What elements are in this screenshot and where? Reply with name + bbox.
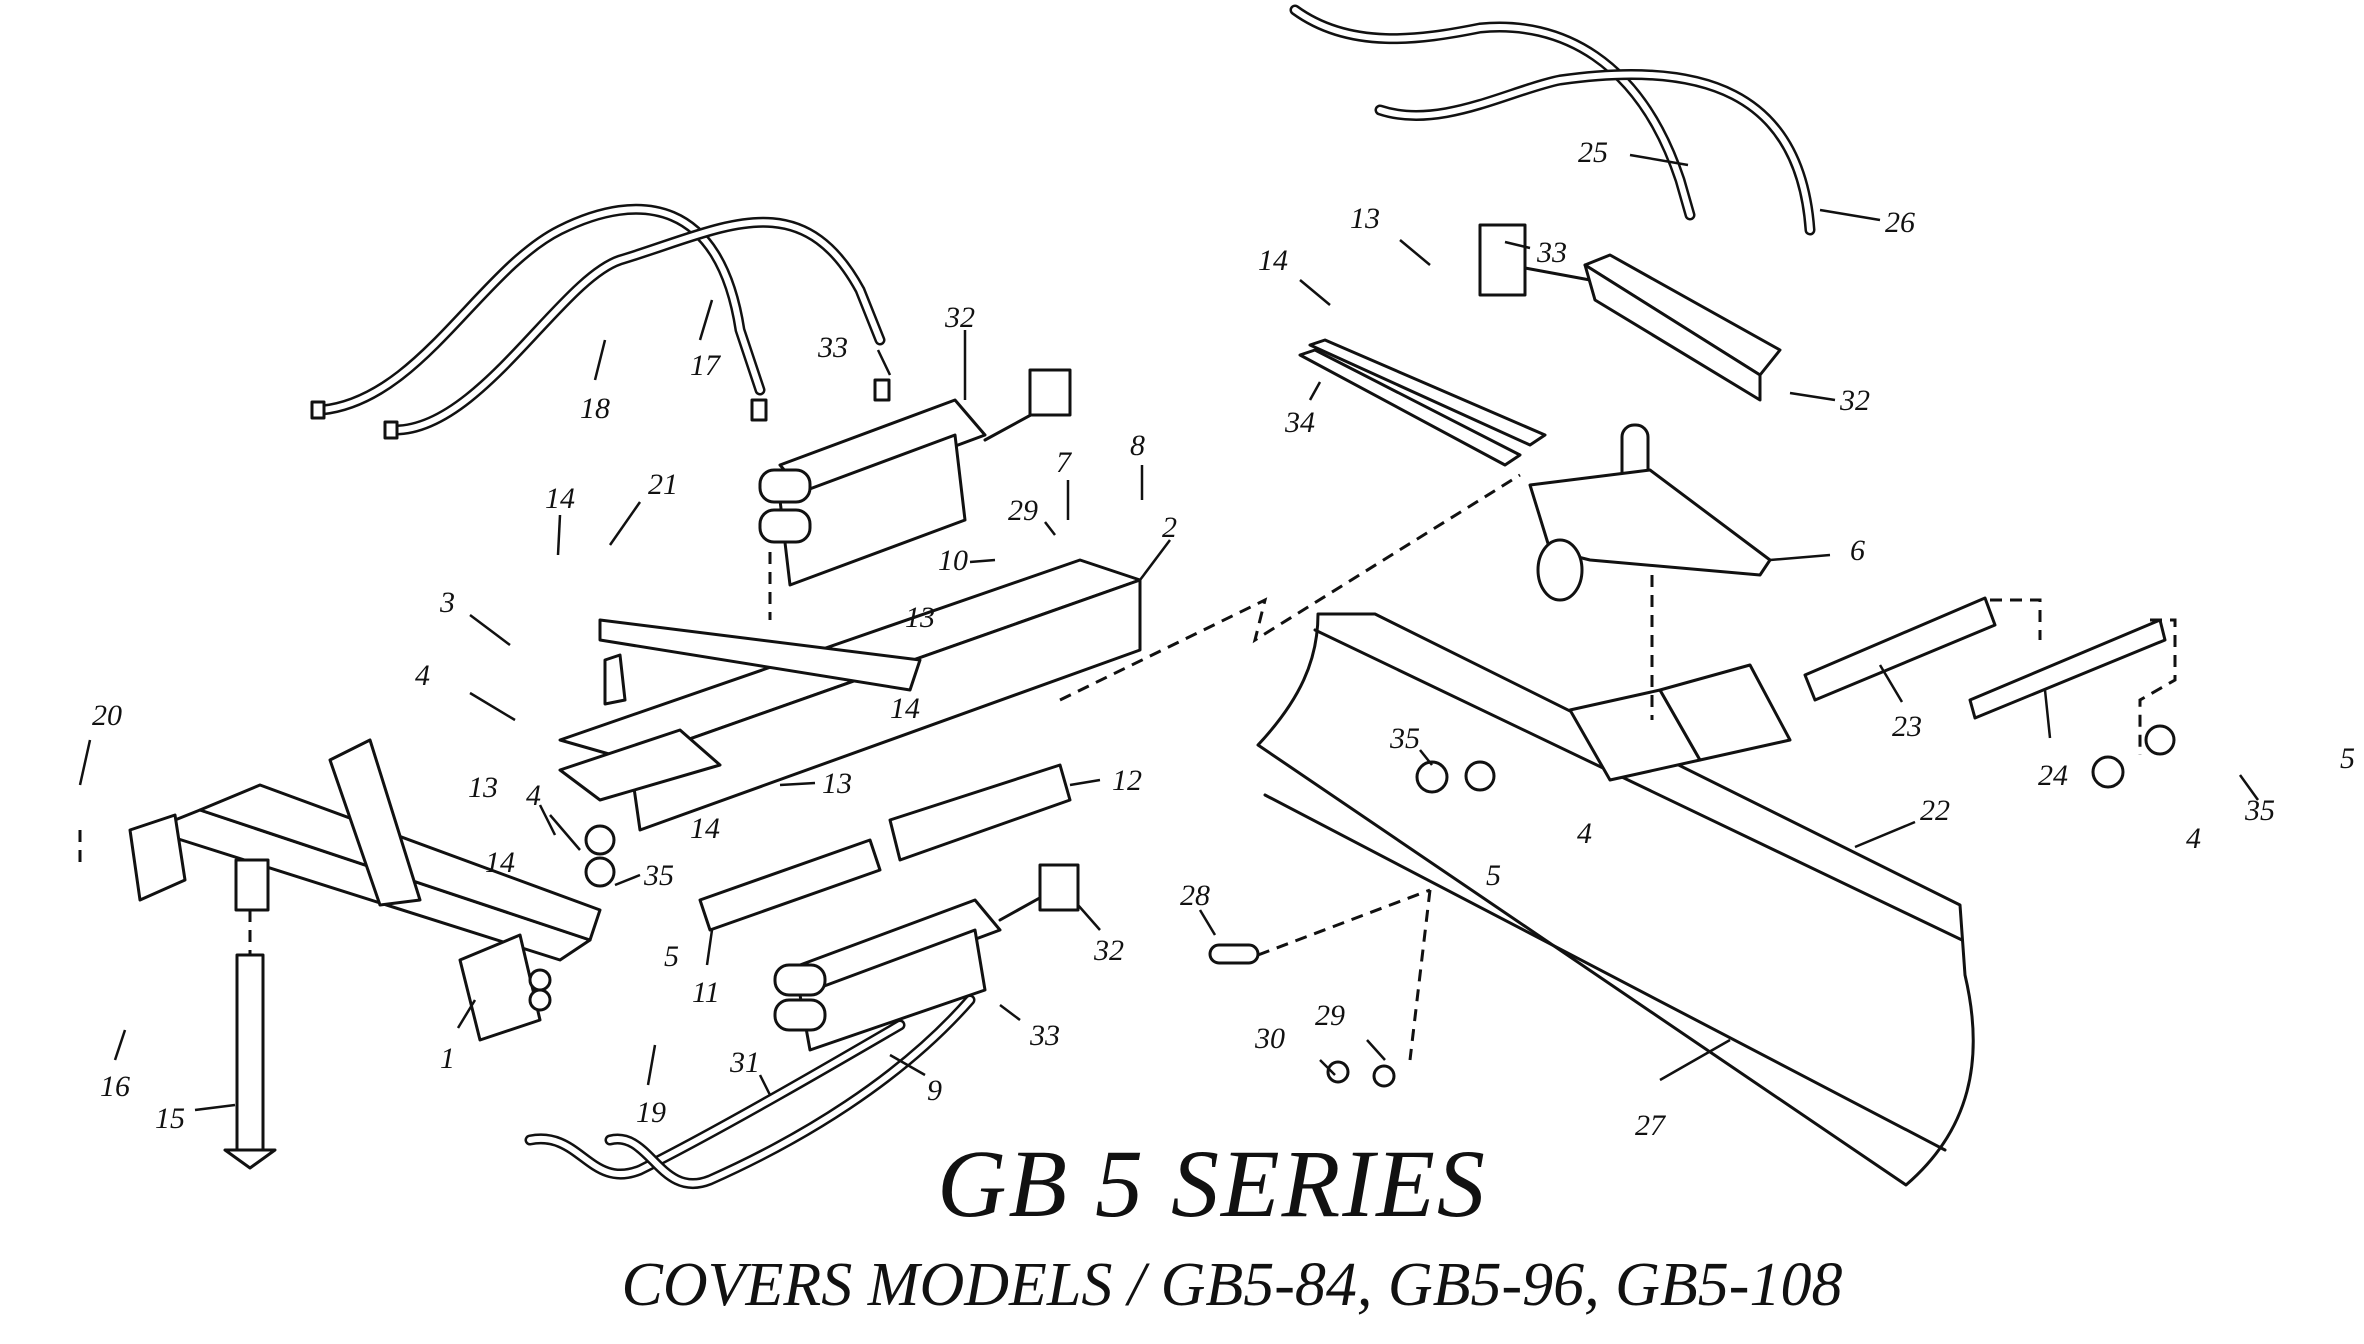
hose-9 xyxy=(604,994,976,1189)
callout-29b: 29 xyxy=(1315,999,1345,1032)
callout-2: 2 xyxy=(1162,511,1177,544)
callout-32a: 32 xyxy=(944,301,975,334)
link-34 xyxy=(1298,338,1547,467)
pipe-23 xyxy=(1803,596,1997,702)
callout-4b: 4 xyxy=(526,779,541,812)
callouts: 1 2 3 4 4 4 4 5 5 5 6 7 8 9 10 11 12 13 … xyxy=(78,136,2355,1142)
diagram-subtitle: COVERS MODELS / GB5-84, GB5-96, GB5-108 xyxy=(621,1251,1843,1319)
callout-4a: 4 xyxy=(415,659,430,692)
callout-7: 7 xyxy=(1056,446,1073,479)
hose-26 xyxy=(1374,68,1816,236)
callout-9: 9 xyxy=(927,1074,942,1107)
callout-23: 23 xyxy=(1892,710,1922,743)
callout-35a: 35 xyxy=(643,859,674,892)
callout-35b: 35 xyxy=(1389,722,1420,755)
callout-12: 12 xyxy=(1112,764,1142,797)
callout-34: 34 xyxy=(1284,406,1315,439)
bolt-24 xyxy=(1968,618,2167,720)
hydraulic-cylinder-lower xyxy=(773,863,1080,1052)
callout-19: 19 xyxy=(636,1096,666,1129)
callout-14c: 14 xyxy=(690,812,720,845)
callout-32b: 32 xyxy=(1093,934,1124,967)
callout-18: 18 xyxy=(580,392,610,425)
callout-1: 1 xyxy=(440,1042,455,1075)
callout-15: 15 xyxy=(155,1102,185,1135)
callout-17: 17 xyxy=(690,349,722,382)
callout-13b: 13 xyxy=(822,767,852,800)
callout-22: 22 xyxy=(1920,794,1950,827)
callout-14e: 14 xyxy=(1258,244,1288,277)
callout-25: 25 xyxy=(1578,136,1608,169)
callout-33b: 33 xyxy=(1029,1019,1060,1052)
callout-27: 27 xyxy=(1635,1109,1667,1142)
fitting-33-upper xyxy=(750,378,891,422)
callout-4d: 4 xyxy=(2186,822,2201,855)
callout-29a: 29 xyxy=(1008,494,1038,527)
callout-11: 11 xyxy=(692,976,720,1009)
diagram-title: GB 5 SERIES xyxy=(937,1130,1487,1237)
callout-13a: 13 xyxy=(905,601,935,634)
callout-26: 26 xyxy=(1885,206,1915,239)
main-beam xyxy=(558,558,1142,832)
callout-21: 21 xyxy=(648,468,678,501)
link-12 xyxy=(888,763,1072,862)
hitch-frame xyxy=(128,738,602,1042)
hydraulic-cylinder-right xyxy=(1478,223,1782,402)
callout-28: 28 xyxy=(1180,879,1210,912)
callout-13c: 13 xyxy=(468,771,498,804)
callout-13d: 13 xyxy=(1350,202,1380,235)
hose-31 xyxy=(524,1019,906,1180)
callout-5c: 5 xyxy=(2340,742,2355,775)
callout-14a: 14 xyxy=(545,482,575,515)
callout-24: 24 xyxy=(2038,759,2068,792)
callout-30: 30 xyxy=(1254,1022,1285,1055)
callout-33c: 33 xyxy=(1536,236,1567,269)
hose-18 xyxy=(310,203,766,420)
callout-14d: 14 xyxy=(485,846,515,879)
hardware xyxy=(528,653,2176,1088)
callout-10: 10 xyxy=(938,544,968,577)
callout-5b: 5 xyxy=(1486,859,1501,892)
blade xyxy=(1256,612,1975,1187)
callout-33a: 33 xyxy=(817,331,848,364)
callout-35c: 35 xyxy=(2244,794,2275,827)
callout-20: 20 xyxy=(92,699,122,732)
callout-32c: 32 xyxy=(1839,384,1870,417)
pivot-mount xyxy=(1528,423,1772,602)
hydraulic-cylinder-upper xyxy=(758,368,1072,587)
callout-14b: 14 xyxy=(890,692,920,725)
callout-4c: 4 xyxy=(1577,817,1592,850)
callout-5a: 5 xyxy=(664,940,679,973)
jack-stand xyxy=(223,953,277,1170)
hose-25 xyxy=(1289,4,1696,221)
callout-8: 8 xyxy=(1130,429,1145,462)
link-11 xyxy=(698,838,882,932)
callout-3: 3 xyxy=(439,586,455,619)
callout-16: 16 xyxy=(100,1070,130,1103)
alignment-lines xyxy=(78,473,2177,1061)
hose-17 xyxy=(383,216,886,440)
callout-31: 31 xyxy=(729,1046,760,1079)
callout-6: 6 xyxy=(1850,534,1865,567)
